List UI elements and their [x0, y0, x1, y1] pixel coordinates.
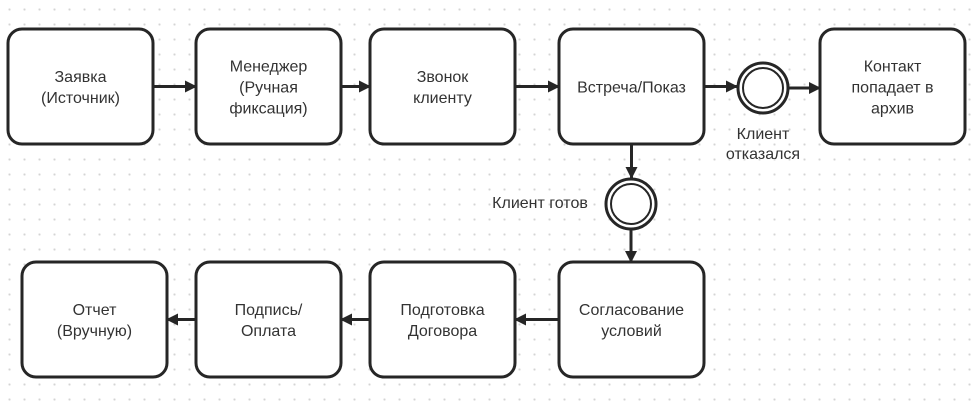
task-label-line: Отчет: [73, 302, 117, 319]
task-t5[interactable]: Контакт попадает в архив: [818, 27, 967, 146]
task-box[interactable]: [818, 27, 967, 146]
task-label-line: (Источник): [41, 90, 120, 107]
task-t2[interactable]: Менеджер (Ручная фиксация): [194, 27, 343, 146]
task-label-line: Менеджер: [230, 59, 308, 76]
task-label-line: клиенту: [413, 90, 472, 107]
task-box[interactable]: [557, 260, 706, 379]
event-label-line: отказался: [726, 146, 800, 163]
task-t8[interactable]: Подпись/Оплата: [194, 260, 343, 379]
task-label-line: Звонок: [417, 69, 470, 86]
task-label-line: (Ручная: [239, 80, 298, 97]
event-label-line: Клиент: [737, 126, 790, 143]
task-t6[interactable]: Согласование условий: [557, 260, 706, 379]
task-label-line: Заявка: [55, 69, 107, 86]
task-label-line: Контакт: [864, 59, 922, 76]
task-label-line: Встреча/Показ: [577, 80, 686, 97]
sequence-flows: [153, 80, 821, 326]
task-label-line: Оплата: [241, 323, 296, 340]
end-event-e1[interactable]: [736, 61, 790, 115]
task-label-line: Договора: [408, 323, 477, 340]
task-box[interactable]: [368, 27, 517, 146]
event-outer-circle[interactable]: [604, 177, 658, 231]
task-t9[interactable]: Отчет (Вручную): [20, 260, 169, 379]
event-label-line: Клиент готов: [492, 195, 588, 212]
task-box[interactable]: [20, 260, 169, 379]
task-label-line: попадает в: [852, 80, 934, 97]
task-t4[interactable]: Встреча/Показ: [557, 27, 706, 146]
task-label-line: фиксация): [229, 101, 307, 118]
event-inner-circle: [610, 183, 652, 225]
task-label-line: Подготовка: [400, 302, 484, 319]
task-box[interactable]: [368, 260, 517, 379]
task-label-line: Подпись/: [235, 302, 303, 319]
event-outer-circle[interactable]: [736, 61, 790, 115]
task-box[interactable]: [194, 27, 343, 146]
nodes: Заявка (Источник) Менеджер (Ручная фиксация)…: [6, 27, 967, 379]
end-event-e2[interactable]: [604, 177, 658, 231]
task-box[interactable]: [194, 260, 343, 379]
task-label-line: условий: [601, 323, 662, 340]
event-inner-circle: [742, 67, 784, 109]
task-label-line: (Вручную): [57, 323, 132, 340]
task-box[interactable]: [6, 27, 155, 146]
task-box[interactable]: [557, 27, 706, 146]
task-label-line: Согласование: [579, 302, 684, 319]
task-label-line: архив: [871, 101, 914, 118]
task-t3[interactable]: Звонок клиенту: [368, 27, 517, 146]
task-t1[interactable]: Заявка (Источник): [6, 27, 155, 146]
